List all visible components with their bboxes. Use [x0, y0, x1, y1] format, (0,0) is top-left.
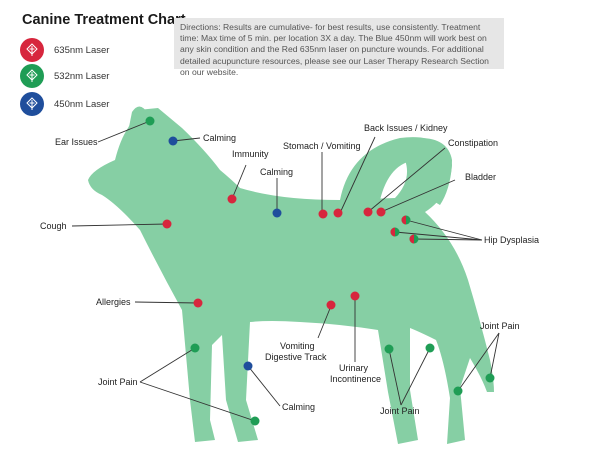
- leader-hip-2: [394, 231, 483, 241]
- point-ear-green: [145, 116, 155, 126]
- point-constipation-red: [363, 207, 373, 217]
- point-bladder-red: [376, 207, 386, 217]
- point-hip-3-split: [409, 234, 419, 244]
- label-bladder: Bladder: [465, 172, 496, 182]
- leader-constipation: [367, 147, 446, 213]
- point-back-issues-red: [333, 208, 343, 218]
- point-hip-2-split: [390, 227, 400, 237]
- label-stomach-vomiting: Stomach / Vomiting: [283, 141, 361, 151]
- treatment-points: [145, 116, 495, 426]
- label-calming-head: Calming: [203, 133, 236, 143]
- point-hip-1-split: [401, 215, 411, 225]
- leader-vomiting: [317, 305, 332, 339]
- point-immunity-red: [227, 194, 237, 204]
- point-urinary-red: [350, 291, 360, 301]
- leader-allergies: [134, 301, 199, 304]
- legend-label: 450nm Laser: [54, 98, 110, 110]
- leader-calming-head: [172, 137, 201, 142]
- point-joint-front-green-2: [250, 416, 260, 426]
- label-constipation: Constipation: [448, 138, 498, 148]
- label-vomiting: Vomiting: [280, 341, 315, 351]
- point-vomiting-red: [326, 300, 336, 310]
- label-immunity: Immunity: [232, 149, 269, 159]
- leader-joint-front-1: [139, 347, 196, 383]
- point-joint-hind-green-1: [384, 344, 394, 354]
- laser-icon: [20, 64, 44, 88]
- point-calming-head-blue: [168, 136, 178, 146]
- leader-hip-3: [413, 238, 483, 241]
- leader-cough: [71, 223, 168, 227]
- legend-item-532nm: 532nm Laser: [20, 64, 109, 88]
- label-urinary: Urinary: [339, 363, 369, 373]
- label-cough: Cough: [40, 221, 67, 231]
- leader-joint-right-1: [489, 332, 500, 379]
- laser-icon: [20, 92, 44, 116]
- label-allergies: Allergies: [96, 297, 131, 307]
- dog-silhouette: [88, 106, 494, 444]
- label-calming-leg: Calming: [282, 402, 315, 412]
- point-calming-leg-blue: [243, 361, 253, 371]
- label-joint-pain-hind-center: Joint Pain: [380, 406, 420, 416]
- label-back-issues-kidney: Back Issues / Kidney: [364, 123, 448, 133]
- point-cough-red: [162, 219, 172, 229]
- leader-joint-hind-2: [400, 347, 431, 406]
- label-joint-pain-front: Joint Pain: [98, 377, 138, 387]
- point-stomach-red: [318, 209, 328, 219]
- leader-hip-1: [405, 219, 483, 241]
- leader-joint-right-2: [457, 332, 500, 392]
- point-joint-front-green-1: [190, 343, 200, 353]
- label-joint-pain-hind-right: Joint Pain: [480, 321, 520, 331]
- legend-label: 532nm Laser: [54, 70, 110, 82]
- leader-bladder: [380, 179, 456, 213]
- point-joint-hind-green-2: [425, 343, 435, 353]
- leader-ear-issues: [97, 120, 151, 143]
- label-calming-back: Calming: [260, 167, 293, 177]
- leader-back-issues-1: [339, 136, 376, 214]
- legend-item-635nm: 635nm Laser: [20, 38, 109, 62]
- legend-label: 635nm Laser: [54, 44, 110, 56]
- label-digestive-track: Digestive Track: [265, 352, 327, 362]
- labels: Ear Issues Calming Immunity Calming Stom…: [40, 123, 539, 416]
- label-hip-dysplasia: Hip Dysplasia: [484, 235, 539, 245]
- point-joint-right-green-2: [453, 386, 463, 396]
- leader-joint-hind-1: [388, 348, 402, 406]
- point-allergies-red: [193, 298, 203, 308]
- point-calming-back-blue: [272, 208, 282, 218]
- leader-immunity: [231, 164, 247, 200]
- legend-item-450nm: 450nm Laser: [20, 92, 109, 116]
- label-incontinence: Incontinence: [330, 374, 381, 384]
- label-ear-issues: Ear Issues: [55, 137, 98, 147]
- leader-calming-leg: [247, 365, 281, 407]
- directions-box: Directions: Results are cumulative- for …: [174, 18, 504, 77]
- chart-title: Canine Treatment Chart: [22, 12, 186, 28]
- point-joint-right-green-1: [485, 373, 495, 383]
- laser-icon: [20, 38, 44, 62]
- leader-joint-front-2: [139, 381, 256, 422]
